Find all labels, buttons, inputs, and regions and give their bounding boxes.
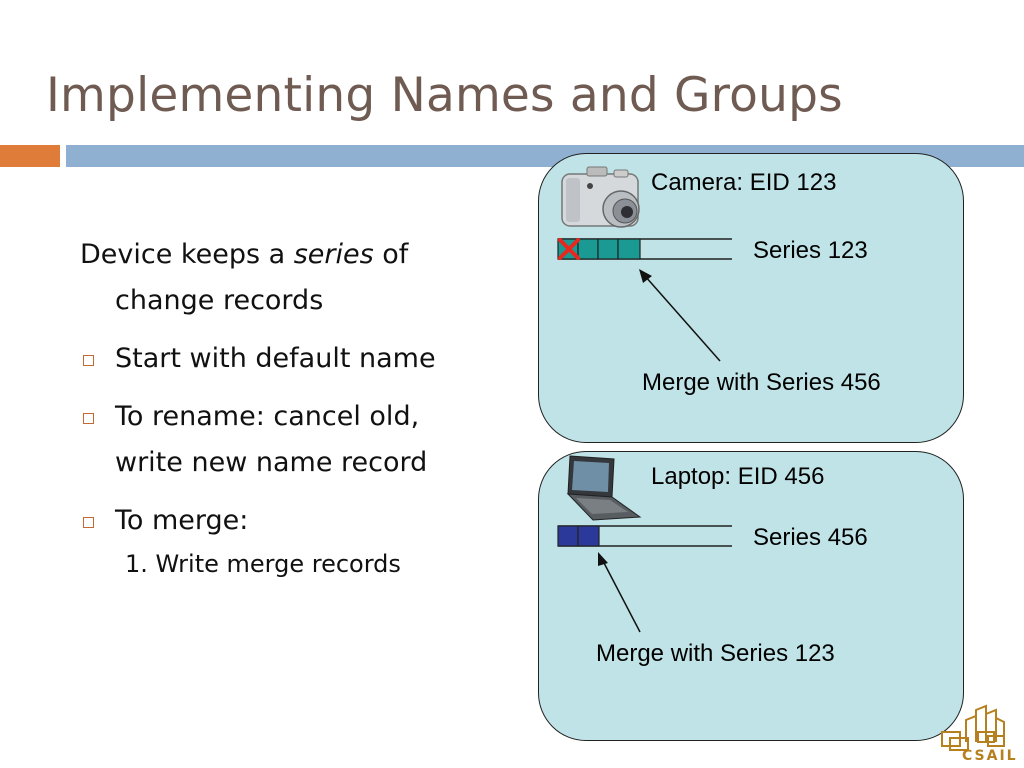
bullet-text: Start with default name xyxy=(115,343,436,374)
intro-text-before: Device keeps a xyxy=(80,239,294,270)
bullet-item-default-name: Start with default name xyxy=(80,336,520,382)
slide-title: Implementing Names and Groups xyxy=(46,68,843,123)
bullet-item-rename: To rename: cancel old, write new name re… xyxy=(80,394,520,486)
record-box xyxy=(577,238,599,260)
csail-logo-text: CSAIL xyxy=(962,748,1018,764)
bullet-text: To merge: xyxy=(115,505,249,536)
camera-device-label: Camera: EID 123 xyxy=(651,169,837,196)
laptop-icon xyxy=(566,455,642,521)
bullet-text-line1: To rename: cancel old, xyxy=(115,401,420,432)
camera-merge-label: Merge with Series 456 xyxy=(642,369,881,396)
square-bullet-icon xyxy=(83,413,94,424)
laptop-series-track xyxy=(557,525,732,547)
sub-item-write-merge: 1. Write merge records xyxy=(125,550,401,578)
bullet-text-line2: write new name record xyxy=(115,447,428,478)
bullet-item-merge: To merge: xyxy=(80,498,520,544)
red-x-icon xyxy=(558,238,580,260)
intro-text-italic: series xyxy=(293,239,374,270)
camera-series-track xyxy=(557,238,732,260)
laptop-series-label: Series 456 xyxy=(753,524,868,551)
laptop-merge-label: Merge with Series 123 xyxy=(596,640,835,667)
laptop-device-label: Laptop: EID 456 xyxy=(651,463,825,490)
record-box xyxy=(557,525,579,547)
record-box xyxy=(617,238,641,260)
intro-line-2: change records xyxy=(115,285,324,316)
square-bullet-icon xyxy=(83,355,94,366)
camera-series-label: Series 123 xyxy=(753,237,868,264)
accent-bar-orange xyxy=(0,145,60,167)
camera-merge-arrow xyxy=(639,269,721,362)
csail-logo-icon xyxy=(941,704,1005,751)
laptop-merge-arrow xyxy=(598,552,641,633)
record-box xyxy=(597,238,619,260)
bullet-list: Device keeps a series of change records … xyxy=(80,232,520,584)
record-box xyxy=(577,525,600,547)
camera-icon xyxy=(561,166,640,228)
intro-text-after: of xyxy=(373,239,409,270)
intro-line: Device keeps a series of xyxy=(80,232,520,278)
square-bullet-icon xyxy=(83,517,94,528)
